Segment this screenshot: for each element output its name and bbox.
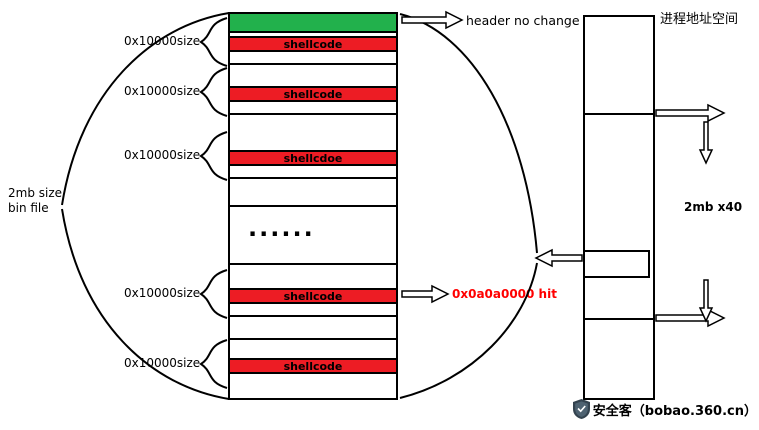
empty-row [230,52,396,65]
ellipsis-row: ...... [230,207,396,265]
bin-file-label: 2mb size bin file [8,186,62,216]
shellcode-bar-hit: shellcode [230,288,396,304]
watermark: 安全客（bobao.360.cn） [572,399,757,419]
empty-row [230,374,396,398]
process-space-title: 进程地址空间 [660,12,739,27]
ellipsis-dots: ...... [248,214,315,242]
block-brace [199,67,228,117]
empty-row [230,340,396,358]
block-size-label: 0x10000size [124,286,201,300]
hit-address-note: 0x0a0a0000 hit [452,287,557,301]
shield-icon [572,399,590,419]
block-brace [199,339,228,389]
header-block [230,14,396,33]
address-boundary-line [583,318,655,320]
block-size-label: 0x10000size [124,148,201,162]
big-left-curve-bottom [61,208,230,400]
bin-file-label-line2: bin file [8,201,49,215]
big-right-curve-bottom [399,262,538,399]
block-brace [199,17,228,67]
bin-file-column: shellcode shellcode shellcdoe ...... she… [228,12,398,400]
empty-row [230,115,396,150]
header-no-change-note: header no change [466,13,580,28]
spacer-row [230,33,396,36]
span-top-arrow [655,103,726,123]
span-2mb-x40-label: 2mb x40 [684,200,743,214]
header-arrow [401,10,464,30]
hit-arrow [401,284,450,304]
span-bottom-arrow [655,308,726,328]
span-vertical-arrow-bottom [698,279,714,323]
process-address-space-rect [583,15,655,400]
empty-row [230,179,396,207]
block-size-label: 0x10000size [124,84,201,98]
span-vertical-arrow-top [698,121,714,165]
watermark-text: 安全客（bobao.360.cn） [592,403,757,419]
empty-row [230,166,396,179]
block-size-label: 0x10000size [124,356,201,370]
shellcode-bar: shellcode [230,36,396,52]
empty-row [230,317,396,340]
bin-file-label-line1: 2mb size [8,186,63,200]
big-right-curve-top [399,13,538,254]
empty-row [230,304,396,317]
block-brace [199,269,228,319]
shellcode-bar: shellcode [230,86,396,102]
block-brace [199,131,228,181]
empty-row [230,65,396,86]
shellcode-bar: shellcdoe [230,150,396,166]
empty-row [230,265,396,288]
shellcode-bar: shellcode [230,358,396,374]
address-boundary-line [583,113,655,115]
block-size-label: 0x10000size [124,34,201,48]
empty-row [230,102,396,115]
mapped-2mb-region [583,250,650,278]
map-left-arrow [534,248,583,268]
